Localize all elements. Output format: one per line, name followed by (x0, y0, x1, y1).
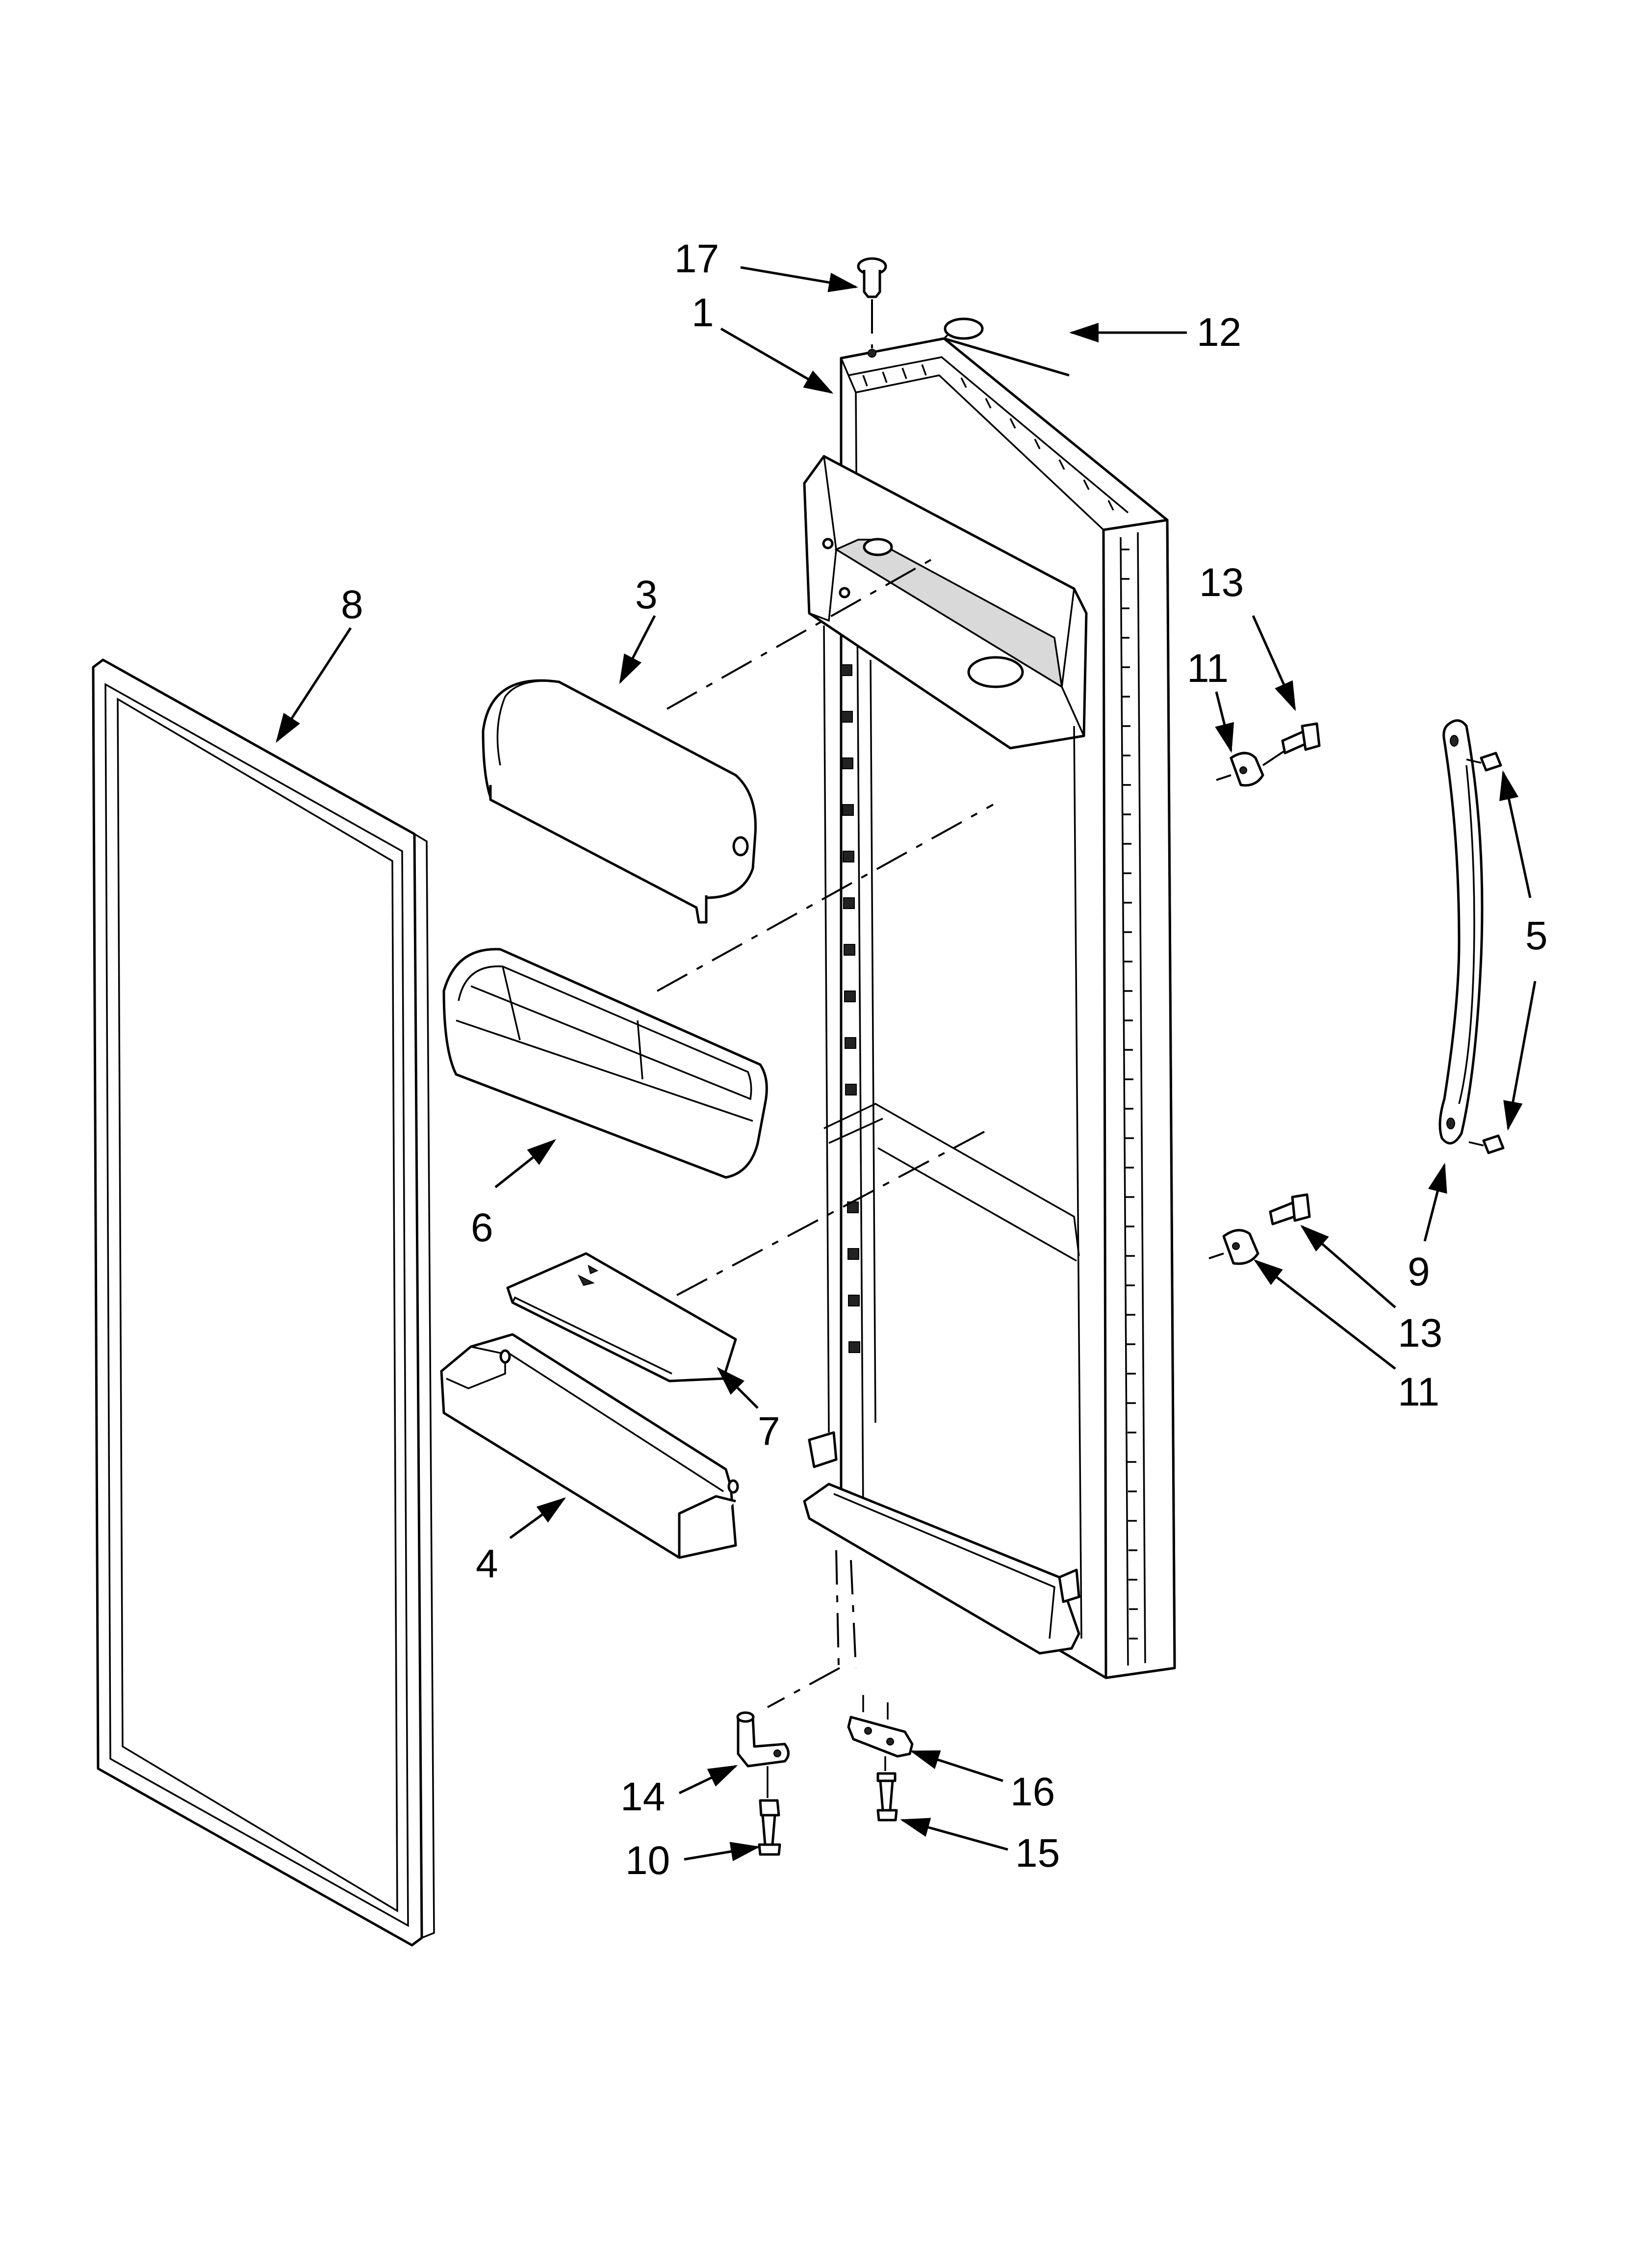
callout-5: 5 (1525, 913, 1548, 958)
cap-part (943, 317, 984, 340)
callout-1: 1 (692, 290, 714, 335)
callout-11-upper: 11 (1187, 646, 1229, 691)
callout-10: 10 (625, 1838, 670, 1883)
callout-labels: 17 1 12 3 8 13 11 5 6 9 13 11 7 4 14 16 … (341, 236, 1548, 1883)
callout-7: 7 (758, 1409, 780, 1454)
door-handle-part (1438, 719, 1505, 1154)
callout-6: 6 (471, 1205, 493, 1250)
callout-13-lower: 13 (1398, 1311, 1442, 1356)
lower-spacer-and-screw-parts (1208, 1193, 1311, 1265)
door-bin-part (442, 804, 994, 1179)
shelf-support-bumps (841, 664, 860, 1353)
callout-11-lower: 11 (1398, 1370, 1439, 1414)
callout-13-upper: 13 (1199, 560, 1244, 605)
door-liner-part (803, 337, 1176, 1679)
callout-17: 17 (674, 236, 719, 281)
callout-3: 3 (635, 573, 658, 617)
callout-16: 16 (1010, 1770, 1055, 1814)
upper-spacer-and-screw-parts (1216, 722, 1321, 787)
lower-door-bin-part (440, 1333, 739, 1559)
callout-leaders (276, 266, 1537, 1861)
callout-9: 9 (1408, 1250, 1430, 1294)
callout-15: 15 (1015, 1831, 1060, 1876)
callout-8: 8 (341, 582, 363, 627)
dairy-door-part (482, 558, 932, 924)
bottom-hinge-parts (736, 1550, 914, 1856)
callout-4: 4 (476, 1541, 498, 1586)
callout-14: 14 (620, 1774, 665, 1819)
top-plug-part (857, 257, 887, 358)
callout-12: 12 (1197, 310, 1241, 355)
door-gasket-part (92, 658, 435, 1947)
